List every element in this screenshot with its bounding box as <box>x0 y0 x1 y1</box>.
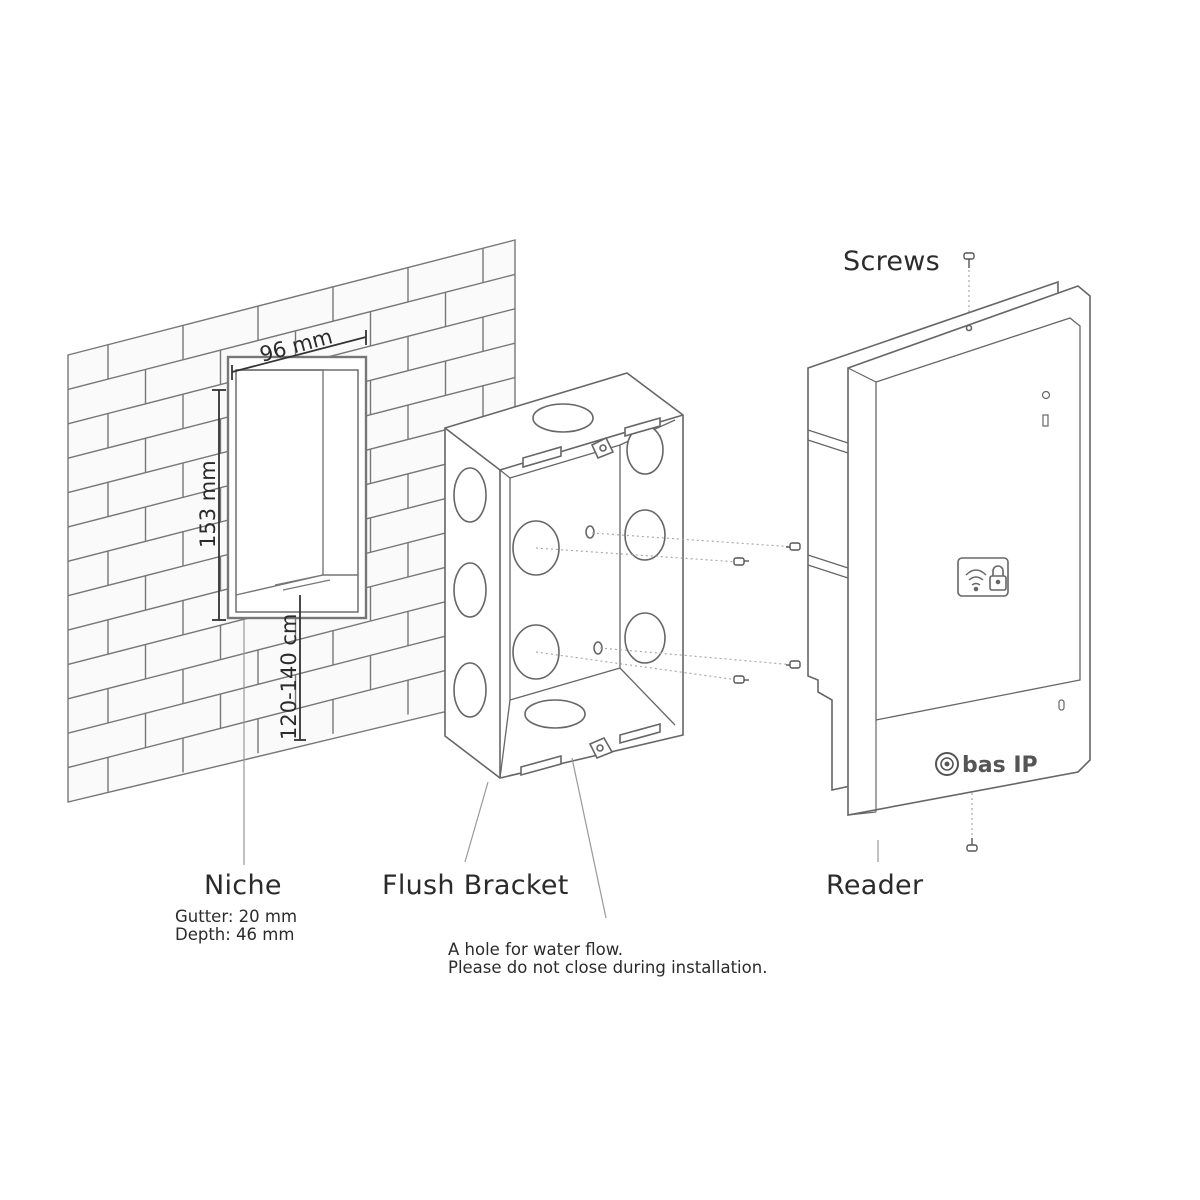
mount-height-dimension <box>294 595 306 741</box>
brick-course-line <box>67 273 516 391</box>
brick-course-line <box>67 617 516 734</box>
flush-bracket <box>444 372 684 779</box>
basip-logo: bas IP <box>935 752 1038 778</box>
niche-label: Niche <box>204 870 282 901</box>
niche <box>226 355 368 620</box>
screw-icon <box>966 838 978 852</box>
screw-icon <box>733 675 749 684</box>
screw-icon <box>786 542 801 551</box>
screws-label: Screws <box>843 246 941 277</box>
water-note-line-2: Please do not close during installation. <box>448 958 768 977</box>
brick-course-line <box>67 583 516 700</box>
leader-lines <box>243 620 879 919</box>
water-note-line-1: A hole for water flow. <box>448 940 623 959</box>
brick-course-line <box>67 651 516 769</box>
brand-name: bas IP <box>962 753 1038 778</box>
screw-icon <box>963 252 975 268</box>
height-dimension <box>212 389 226 621</box>
reader-label: Reader <box>826 870 924 901</box>
wifi-card-lock-icon <box>957 557 1009 597</box>
mount-height-dimension-label: 120-140 cm <box>277 614 301 740</box>
niche-gutter-text: Gutter: 20 mm <box>175 907 298 926</box>
reader-device <box>807 280 1091 816</box>
width-dimension <box>231 330 367 380</box>
niche-depth-text: Depth: 46 mm <box>175 925 295 944</box>
screws <box>733 252 978 852</box>
flush-bracket-label: Flush Bracket <box>382 870 569 901</box>
screw-icon <box>733 557 749 566</box>
height-dimension-label: 153 mm <box>196 460 220 548</box>
screw-guide-lines <box>535 270 973 840</box>
screw-icon <box>786 660 801 669</box>
